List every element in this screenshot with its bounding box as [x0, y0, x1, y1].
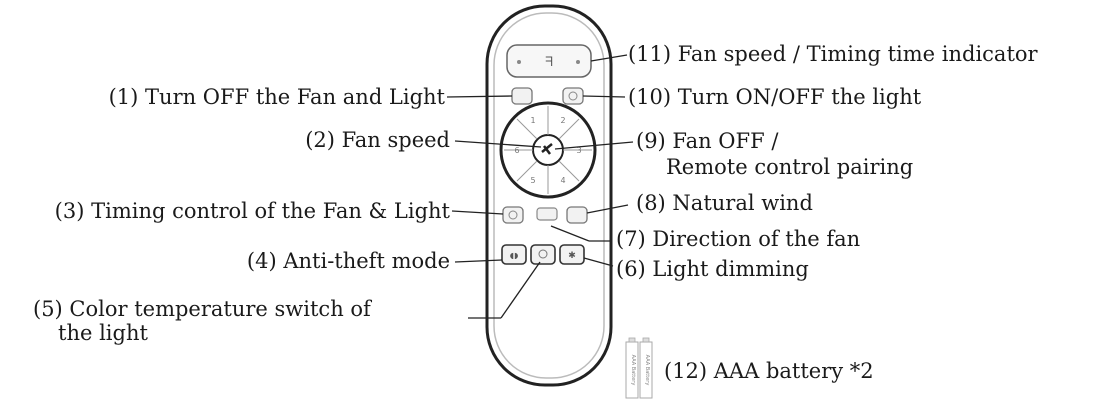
leader-6: [583, 257, 614, 267]
svg-text:3: 3: [576, 146, 581, 155]
leader-7a: [550, 225, 590, 242]
light-button-shape: [562, 87, 584, 105]
off-button-shape: [511, 87, 533, 105]
anti-theft-button-shape: [501, 244, 527, 265]
label-fan-off-line1: (9) Fan OFF /: [636, 129, 779, 153]
label-speed-timing-indicator: (11) Fan speed / Timing time indicator: [628, 42, 1038, 66]
remote-inner-edge: [493, 12, 605, 379]
svg-text:1: 1: [530, 116, 535, 125]
dimming-button-shape: [559, 244, 585, 265]
anti-theft-icon: ◖◗: [510, 251, 518, 260]
leader-5b: [500, 261, 541, 319]
color-temp-button-shape: [530, 244, 556, 265]
label-light-dimming: (6) Light dimming: [616, 257, 809, 281]
svg-text:2: 2: [560, 116, 565, 125]
direction-button-shape: [536, 207, 558, 221]
leader-8: [586, 204, 629, 214]
leader-3: [451, 210, 504, 215]
label-fan-off-line2: Remote control pairing: [666, 155, 914, 179]
dimming-icon: ✱: [568, 251, 576, 261]
label-color-temp-line2: the light: [58, 321, 148, 345]
label-natural-wind: (8) Natural wind: [636, 191, 813, 215]
svg-text:6: 6: [514, 146, 519, 155]
timer-icon: [508, 210, 518, 220]
speed-pad-numbers: 1 2 3 4 5 6: [514, 116, 581, 185]
label-fan-speed: (2) Fan speed: [305, 128, 450, 152]
power-mark: [541, 143, 553, 155]
leader-lines: [446, 54, 634, 319]
svg-text:5: 5: [530, 176, 535, 185]
battery-2-text: AAA Battery: [644, 355, 650, 386]
speed-pad-dividers: [504, 106, 592, 194]
label-aaa-battery: (12) AAA battery *2: [664, 359, 874, 383]
display-dot-right: [576, 60, 580, 64]
label-anti-theft: (4) Anti-theft mode: [246, 249, 450, 273]
label-fan-direction: (7) Direction of the fan: [616, 227, 861, 251]
color-temp-icon: [538, 249, 548, 259]
light-icon: [568, 91, 578, 101]
label-timing-control: (3) Timing control of the Fan & Light: [54, 199, 450, 223]
leader-4: [454, 259, 503, 263]
leader-1: [446, 95, 513, 98]
label-light-toggle: (10) Turn ON/OFF the light: [628, 85, 922, 109]
timer-button-shape: [502, 206, 524, 224]
display-digits: ᖷ: [545, 55, 553, 70]
leader-2: [454, 140, 542, 148]
svg-text:4: 4: [560, 176, 565, 185]
leader-11: [590, 54, 628, 62]
aaa-batteries: AAA Battery AAA Battery: [625, 337, 653, 399]
leader-10: [582, 95, 626, 98]
battery-1-text: AAA Battery: [630, 355, 636, 386]
leader-9: [554, 141, 634, 150]
natural-wind-button-shape: [566, 206, 588, 224]
label-color-temp-line1: (5) Color temperature switch of: [33, 297, 371, 321]
label-turn-off-fan-light: (1) Turn OFF the Fan and Light: [108, 85, 445, 109]
display-dot-left: [517, 60, 521, 64]
